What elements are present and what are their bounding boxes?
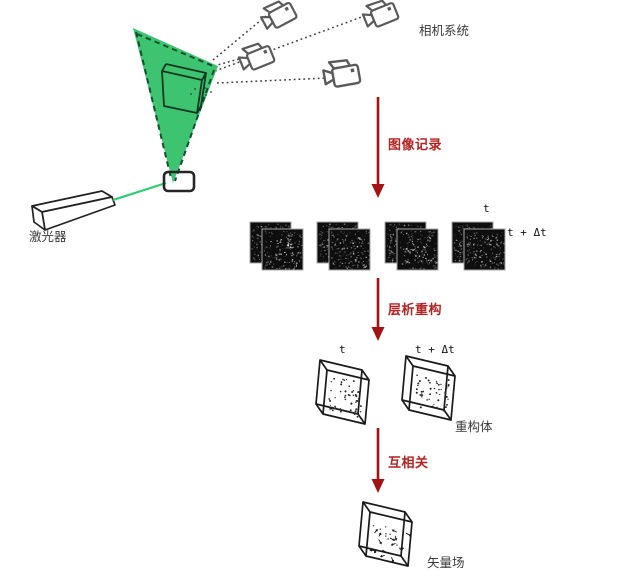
flow-arrow-cross-correlation bbox=[371, 428, 385, 493]
image-time-label-t-dt: t + Δt bbox=[507, 226, 547, 239]
particle-image-pair-2 bbox=[316, 221, 371, 271]
image-time-label-t: t bbox=[483, 202, 490, 215]
flow-arrows bbox=[371, 97, 385, 493]
vector-field-caption: 矢量场 bbox=[427, 555, 465, 570]
particle-image bbox=[261, 228, 304, 271]
laser-volume-fill bbox=[133, 28, 218, 183]
volume-time-label-t: t bbox=[339, 343, 346, 356]
flow-arrow-tomographic-reconstruction bbox=[371, 278, 385, 341]
particle-image bbox=[328, 228, 371, 271]
mirror-optic bbox=[162, 170, 196, 193]
camera-system-label: 相机系统 bbox=[419, 23, 470, 38]
vector-field-volume bbox=[358, 501, 413, 567]
reconstructed-volume-caption: 重构体 bbox=[455, 419, 493, 434]
particle-image bbox=[463, 228, 506, 271]
laser-label: 激光器 bbox=[29, 229, 67, 244]
camera-icon-1 bbox=[256, 0, 299, 34]
particle-image bbox=[396, 228, 439, 271]
step-label-cross-correlation: 互相关 bbox=[388, 456, 429, 471]
particle-image-pair-1 bbox=[249, 221, 304, 271]
flow-arrow-image-recording bbox=[371, 97, 385, 198]
laser-volume-cone bbox=[133, 28, 218, 183]
step-label-image-recording: 图像记录 bbox=[388, 138, 443, 153]
camera-icon-2 bbox=[235, 38, 277, 75]
camera-sightlines bbox=[212, 14, 368, 84]
reconstructed-volume-t bbox=[315, 359, 370, 425]
camera-sightline-4 bbox=[216, 77, 328, 84]
camera-sightline-3 bbox=[214, 14, 368, 72]
measurement-volume-box bbox=[161, 63, 207, 114]
laser-device bbox=[31, 190, 116, 231]
camera-icon-4 bbox=[320, 56, 362, 90]
camera-icon-3 bbox=[359, 0, 401, 32]
camera-sightline-2 bbox=[213, 56, 247, 67]
particle-image-pair-3 bbox=[384, 221, 439, 271]
reconstructed-volume-t-dt bbox=[401, 355, 456, 421]
step-label-tomographic-reconstruction: 层析重构 bbox=[388, 303, 443, 318]
particle-image-pair-4 bbox=[451, 221, 506, 271]
particle-image-pairs bbox=[249, 221, 506, 271]
laser-beam bbox=[112, 181, 167, 202]
camera-sightline-1 bbox=[212, 15, 267, 61]
volume-time-label-t-dt: t + Δt bbox=[415, 343, 455, 356]
